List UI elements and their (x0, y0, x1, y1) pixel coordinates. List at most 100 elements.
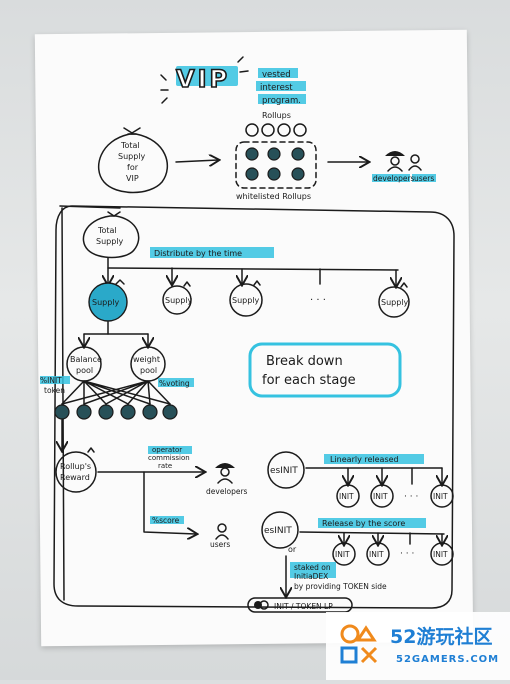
rollups-label: Rollups (262, 111, 291, 120)
staked-text-2: InitiaDEX (294, 572, 328, 581)
supply-ellipsis: · · · (310, 295, 326, 306)
balance-pool-node (66, 346, 102, 382)
reward-tie-icon (87, 447, 95, 453)
supply-node (378, 286, 410, 318)
user-body-icon (408, 165, 422, 171)
supply-node (229, 283, 263, 317)
esinit-node-users (261, 511, 299, 549)
rollup-reward-nodes (54, 404, 178, 420)
user-icon (410, 154, 420, 164)
bag-text-4: VIP (126, 174, 139, 183)
rollup-node (142, 404, 158, 420)
supply-tie-icon (253, 280, 261, 286)
lp-pill (247, 597, 353, 613)
watermark-brand: 52游玩社区 (390, 626, 493, 648)
supply-node-label: Supply (381, 298, 409, 307)
init-token-text-2: token (44, 386, 65, 395)
main-supply-bag-icon (82, 215, 140, 259)
whitelisted-rollup (267, 167, 281, 181)
rollup-circle (261, 123, 275, 137)
subtitle-line-3: program. (262, 96, 301, 106)
init-label: INIT (433, 550, 448, 559)
top-developers-label: developers (373, 174, 415, 183)
developer-hat-icon (385, 151, 405, 156)
init-node (366, 542, 390, 566)
breakdown-line-1: Break down (266, 354, 343, 369)
supply-tie-icon (115, 279, 125, 285)
top-connector-line (59, 205, 121, 209)
subtitle-line-1: vested (262, 70, 291, 80)
whitelisted-rollup (291, 167, 305, 181)
developer-hat-icon (215, 463, 235, 468)
reward-to-users-arrow (143, 471, 196, 534)
distribute-hl (150, 247, 274, 258)
lp-token-icon (259, 600, 269, 610)
reward-text-2: Reward (60, 473, 90, 482)
subtitle-hl-2 (256, 81, 306, 91)
rollup-node (54, 404, 70, 420)
linearly-hl (324, 454, 424, 464)
score-release-line (299, 531, 445, 535)
esinit-node-developers (267, 451, 305, 489)
rollup-node (162, 404, 178, 420)
bag-text-3: for (127, 163, 139, 172)
init-token-text-1: %INIT (40, 376, 62, 385)
subtitle-hl-1 (258, 68, 298, 78)
score-hl (150, 516, 184, 524)
release-score-hl (318, 518, 426, 528)
operator-text-1: operator (152, 446, 182, 454)
watermark-url: 52GAMERS.COM (396, 654, 500, 665)
rollup-node (98, 404, 114, 420)
init-token-hl (40, 376, 70, 384)
init-label: INIT (433, 492, 448, 501)
main-developers-label: developers (206, 487, 248, 496)
rollup-node (76, 404, 92, 420)
release-score-label: Release by the score (322, 519, 405, 528)
active-supply-node (88, 282, 128, 322)
rollups-reward-node (55, 451, 97, 493)
voting-note: %voting (159, 379, 190, 388)
developer-body-icon (387, 166, 403, 172)
init-node (370, 484, 394, 508)
whitelisted-rollup (245, 167, 259, 181)
watermark-logo-icon (340, 624, 378, 664)
title-text: VIP (176, 65, 230, 93)
bag-text-1: Total (120, 141, 140, 150)
whitelisted-rollup (291, 147, 305, 161)
main-supply-text-1: Total (97, 226, 117, 235)
init-node (332, 542, 356, 566)
user-icon (217, 523, 227, 533)
bag-text-2: Supply (118, 152, 146, 161)
whitelisted-rollup (245, 147, 259, 161)
supply-tie-icon (400, 282, 408, 288)
rollup-circle (277, 123, 291, 137)
whitelisted-label: whitelisted Rollups (236, 192, 311, 201)
main-supply-text-2: Supply (96, 237, 124, 246)
title-highlight (176, 66, 238, 86)
operator-text-2: commission (148, 454, 190, 462)
staked-text-1: staked on (294, 563, 331, 572)
voting-hl (158, 378, 194, 387)
reward-text-1: Rollup's (60, 462, 91, 471)
or-label: or (288, 545, 297, 554)
developer-icon (220, 467, 230, 477)
rollup-node (120, 404, 136, 420)
init-label: INIT (335, 550, 350, 559)
esinit-label-1: esINIT (270, 466, 298, 476)
distribute-timeline (107, 267, 399, 271)
esinit-label-2: esINIT (264, 526, 292, 536)
linearly-label: Linearly released (330, 455, 399, 464)
staked-text-3: by providing TOKEN side (294, 582, 387, 591)
developer-icon (390, 156, 400, 166)
main-users-label: users (210, 540, 230, 549)
init-node (430, 542, 454, 566)
operator-hl (148, 446, 192, 454)
weight-pool-text-1: weight (133, 355, 160, 364)
staked-hl (290, 562, 336, 578)
init-label: INIT (339, 492, 354, 501)
balance-pool-text-2: pool (76, 366, 93, 375)
score-note: %score (152, 516, 180, 525)
developers-hl (372, 174, 410, 182)
subtitle-hl-3 (258, 94, 306, 104)
